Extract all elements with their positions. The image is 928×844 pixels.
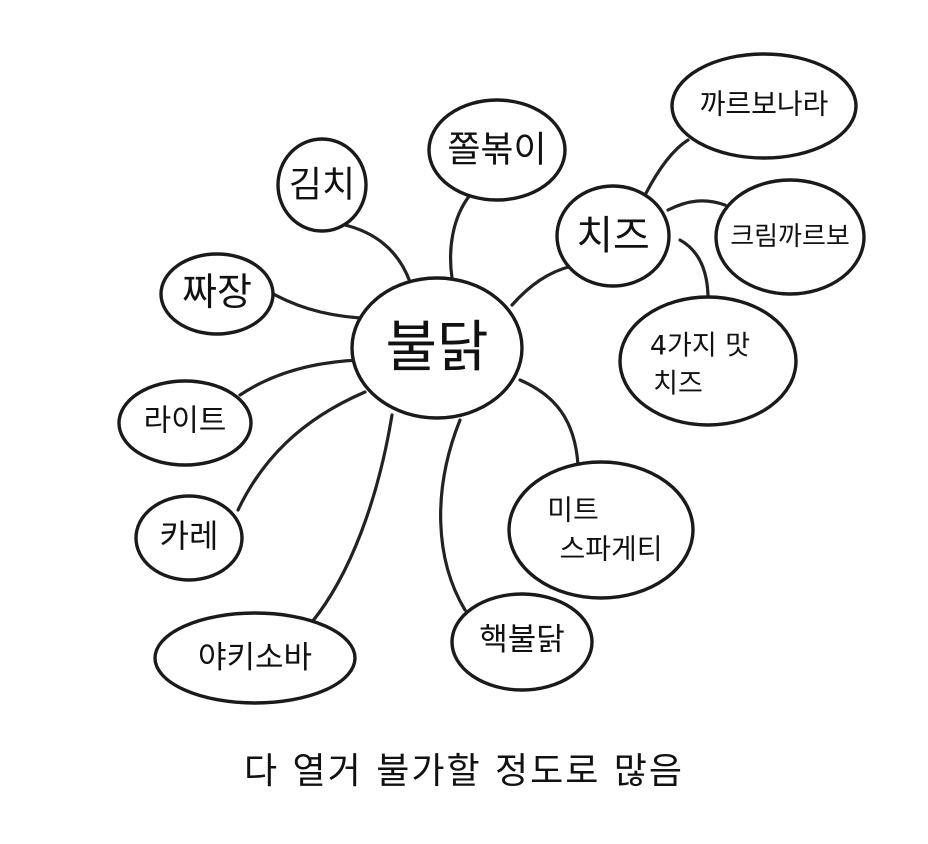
- node-nuclear-label: 핵불닭: [479, 622, 565, 658]
- node-fourcheese-label-line1: 4가지 맛: [650, 331, 750, 362]
- node-meat-label-line1: 미트: [547, 494, 599, 527]
- bubbles: [117, 52, 866, 705]
- edge-center-kimchi: [343, 223, 412, 284]
- node-jjolbokki-bubble: [427, 98, 567, 202]
- edge-center-curry: [236, 390, 367, 512]
- edge-center-cheese: [510, 264, 574, 307]
- node-curry-bubble: [134, 494, 244, 582]
- connectors: [236, 138, 727, 624]
- node-cream-bubble: [714, 178, 866, 296]
- edge-center-light: [238, 358, 362, 397]
- edge-center-jjolbokki: [449, 193, 472, 280]
- node-cheese-bubble: [555, 184, 671, 288]
- node-carbonara-label: 까르보나라: [700, 88, 829, 121]
- edge-center-yakisoba: [310, 413, 394, 624]
- edge-center-jjajang: [264, 288, 362, 320]
- caption: 다 열거 불가할 정도로 많음: [243, 751, 685, 792]
- node-light-label: 라이트: [144, 404, 227, 439]
- node-light-bubble: [117, 379, 253, 467]
- edge-cheese-cream: [666, 199, 727, 212]
- node-fourcheese-bubble: [618, 295, 798, 427]
- node-jjolbokki-label: 쫄볶이: [447, 130, 546, 171]
- node-meat-label-line2: 스파게티: [559, 533, 662, 566]
- node-curry-label: 카레: [160, 517, 219, 555]
- node-kimchi-label: 김치: [289, 165, 355, 206]
- node-center-label: 불닭: [385, 316, 488, 381]
- node-nuclear-bubble: [450, 592, 594, 692]
- node-kimchi-bubble: [276, 137, 368, 233]
- node-jjajang-label: 짜장: [182, 270, 252, 314]
- edge-center-meat: [518, 378, 580, 467]
- node-center-bubble: [350, 276, 524, 420]
- node-yakisoba-label: 야키소바: [198, 640, 312, 676]
- node-cheese-label: 치즈: [576, 213, 650, 259]
- edge-cheese-carbonara: [643, 138, 690, 197]
- node-jjajang-bubble: [159, 252, 275, 336]
- node-yakisoba-bubble: [153, 611, 357, 705]
- node-cream-label: 크림까르보: [730, 222, 850, 252]
- node-fourcheese-label-line2: 치즈: [653, 369, 703, 400]
- node-meat-bubble: [507, 460, 695, 600]
- node-carbonara-bubble: [670, 52, 858, 160]
- edge-cheese-fourcheese: [678, 238, 710, 297]
- labels: 불닭 김치 쫄볶이 치즈 까르보나라 크림까르보 4가지 맛 치즈 짜장 라이트…: [144, 88, 850, 677]
- edge-center-nuclear: [439, 418, 467, 612]
